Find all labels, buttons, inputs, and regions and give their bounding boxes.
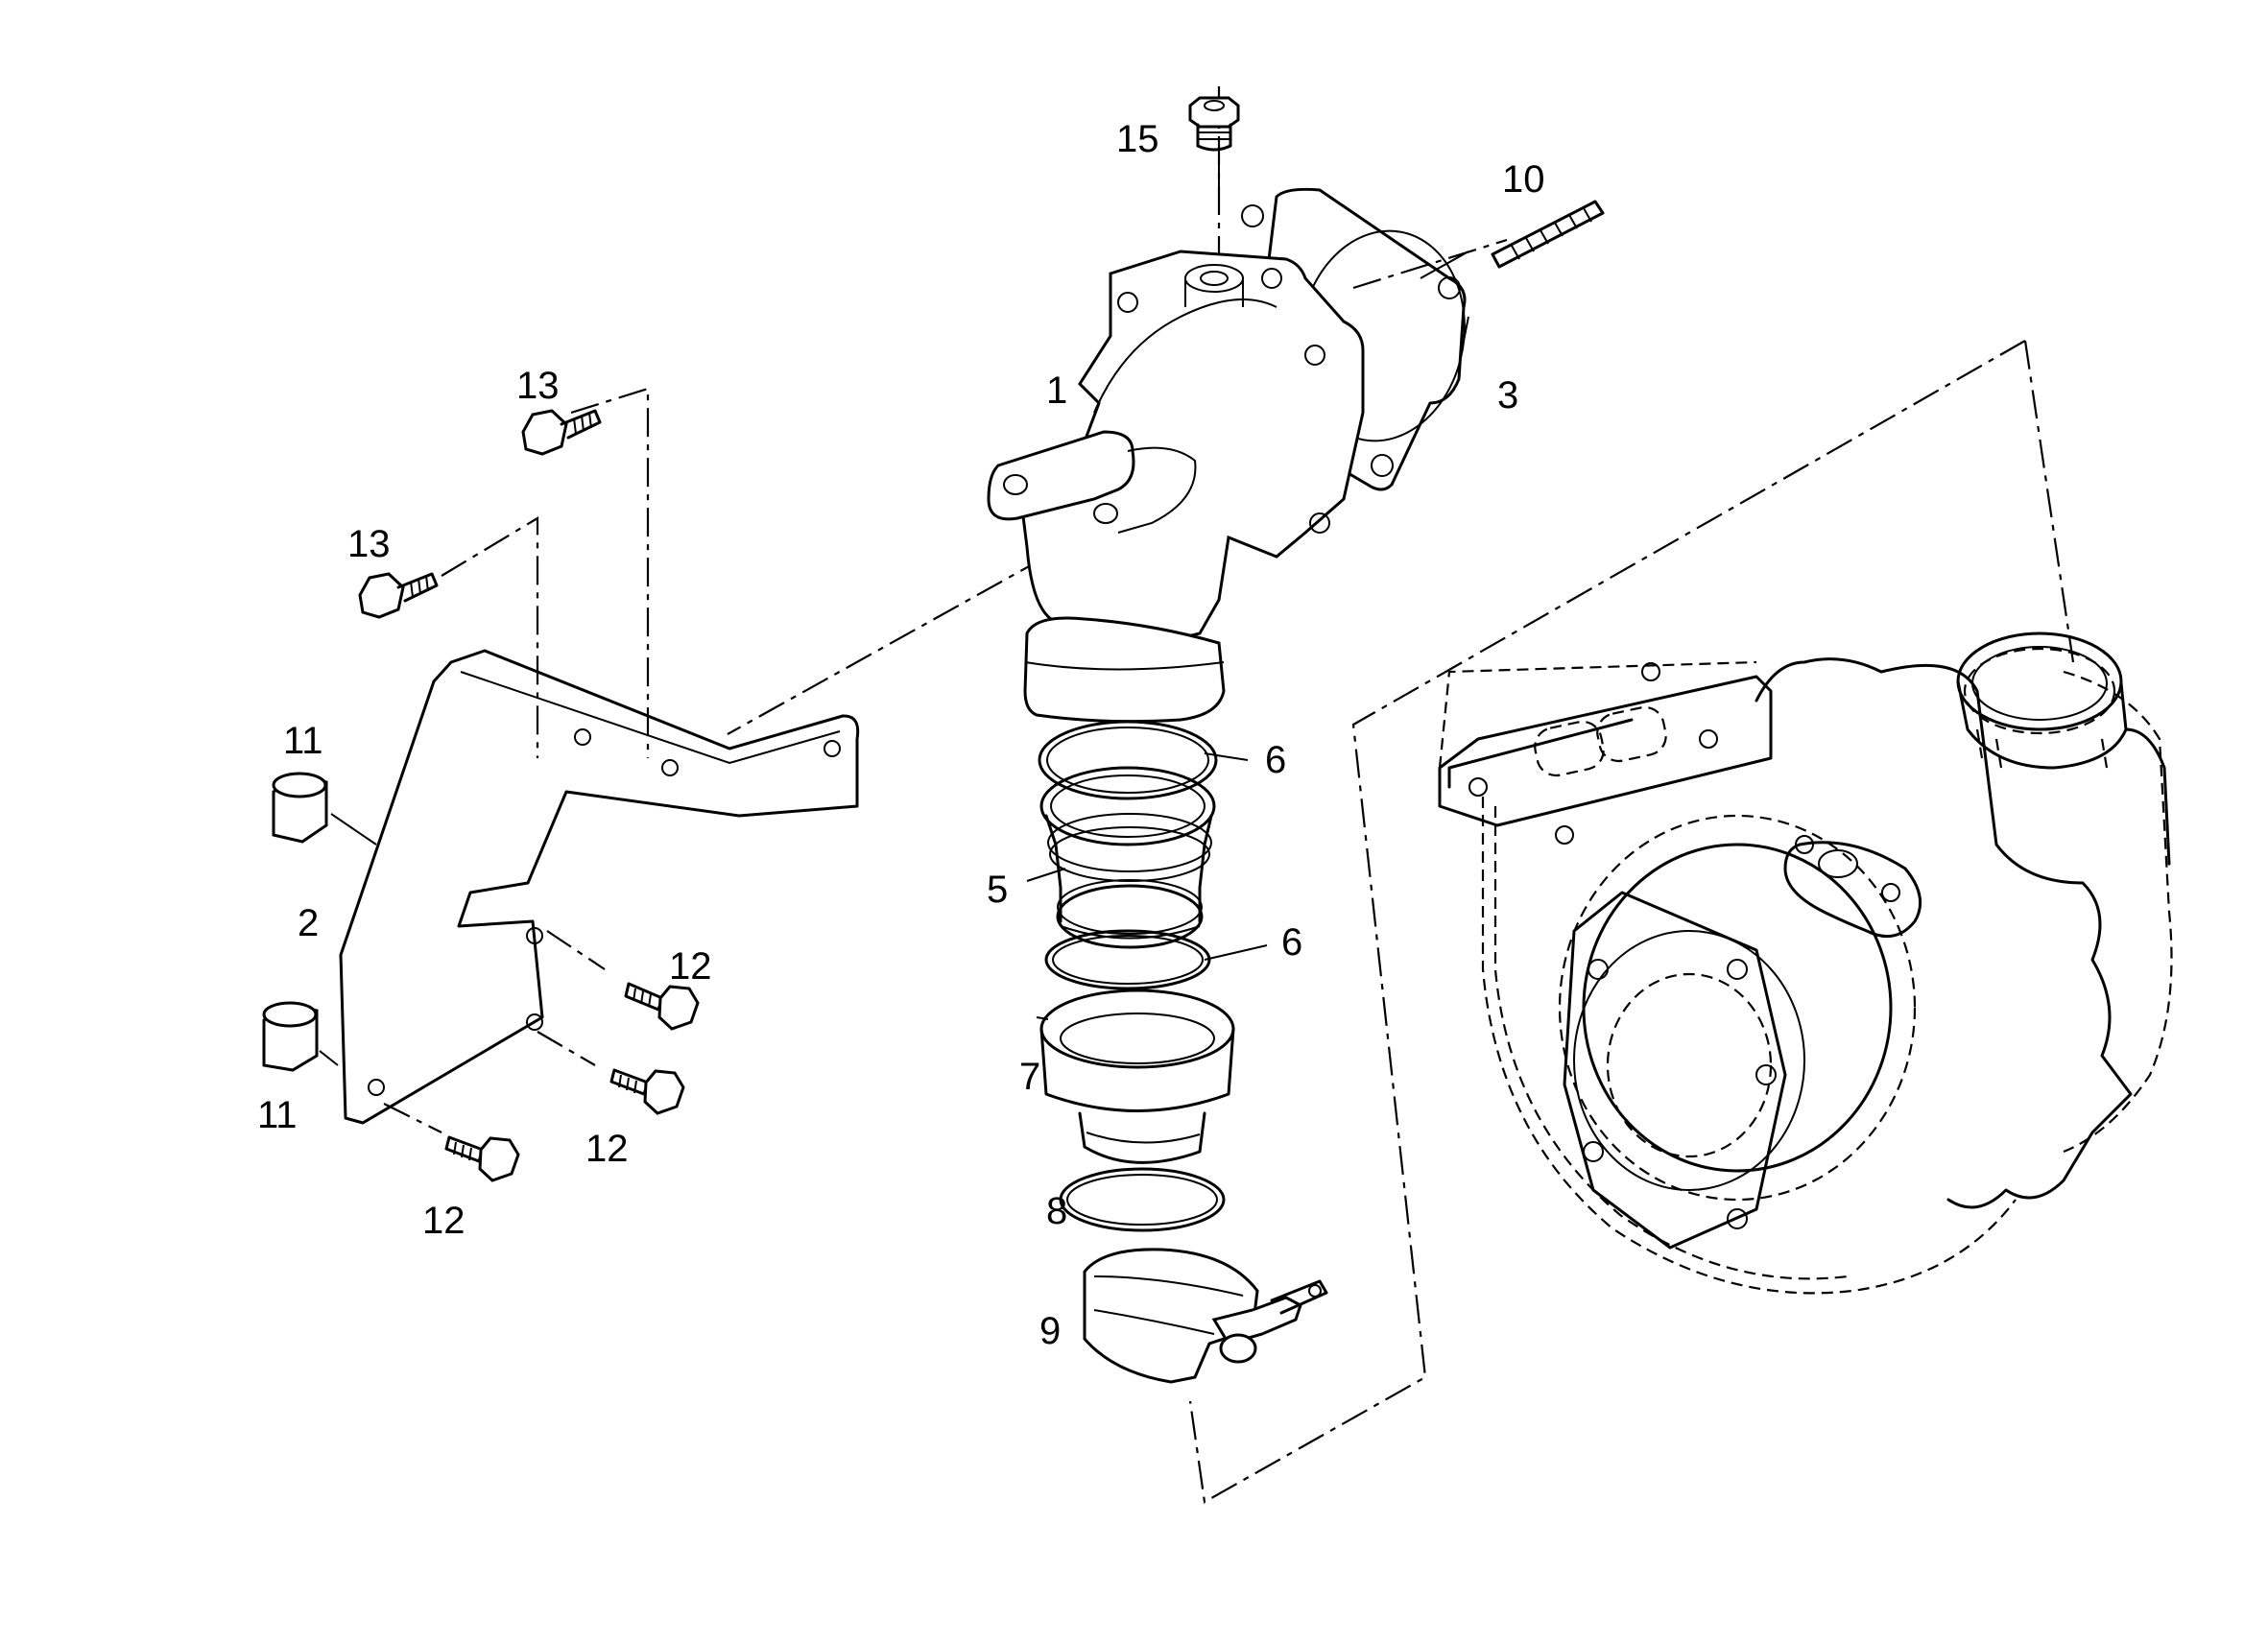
callout-9: 9 — [1039, 1310, 1061, 1352]
callout-11-upper: 11 — [283, 720, 323, 762]
callout-12-right-lower: 12 — [585, 1128, 629, 1170]
seal-ring-part-6-upper — [1038, 720, 1218, 800]
callout-8: 8 — [1046, 1190, 1067, 1232]
callout-labels: 1 2 3 5 6 6 7 8 9 10 11 11 12 12 12 13 1… — [257, 118, 1545, 1352]
o-ring-part-8 — [1059, 1167, 1226, 1232]
seal-ring-part-6-lower — [1044, 929, 1211, 990]
bracket-part-2 — [339, 649, 860, 1125]
callout-13-upper: 13 — [516, 365, 560, 407]
callout-11-lower: 11 — [257, 1094, 298, 1136]
callout-1: 1 — [1046, 369, 1067, 412]
callout-10: 10 — [1502, 158, 1545, 201]
elbow-pipe-part-1 — [987, 250, 1365, 724]
coupling-sleeve-part-7 — [1039, 989, 1235, 1164]
callout-2: 2 — [298, 902, 319, 944]
stud-part-10 — [1491, 200, 1605, 269]
callout-12-bottom: 12 — [422, 1200, 466, 1242]
bolt-parts-13 — [358, 409, 602, 619]
clamp-part-9 — [1083, 1248, 1328, 1384]
callout-5: 5 — [987, 869, 1008, 911]
spacer-parts-11 — [262, 772, 377, 1072]
callout-3: 3 — [1497, 374, 1518, 417]
callout-7: 7 — [1019, 1056, 1040, 1098]
turbocharger-outline — [1438, 631, 2173, 1295]
bolt-parts-12 — [444, 982, 700, 1182]
callout-6-upper: 6 — [1265, 739, 1286, 781]
plug-part-15 — [1188, 96, 1240, 152]
callout-6-lower: 6 — [1281, 921, 1302, 964]
callout-leaders — [1026, 163, 1469, 1020]
callout-12-right-upper: 12 — [669, 945, 712, 988]
callout-13-lower: 13 — [347, 523, 391, 565]
sleeve-part-5 — [1039, 766, 1216, 949]
callout-15: 15 — [1116, 118, 1159, 160]
